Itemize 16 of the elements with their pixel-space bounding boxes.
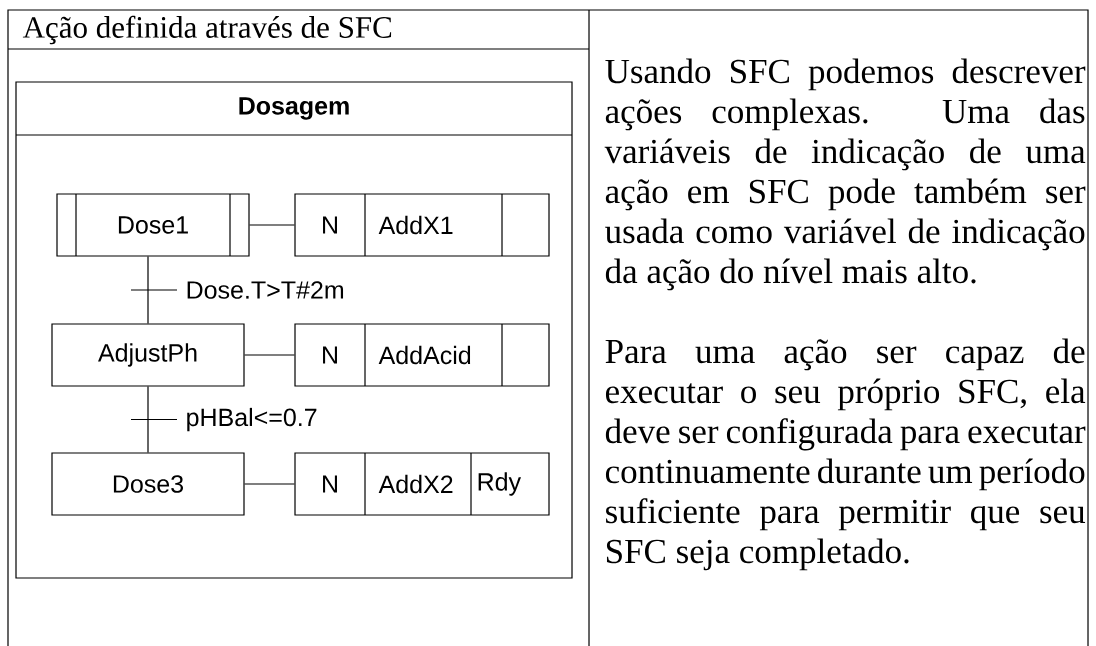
transition-condition: pHBal<=0.7 [187, 407, 317, 432]
action-qualifier-box: N AddX2 Rdy [294, 452, 550, 516]
connector-line [147, 386, 149, 453]
action-qualifier-box: N AddX1 [294, 193, 550, 257]
action-qualifier-box: N AddAcid [294, 323, 550, 387]
connector-line [249, 224, 295, 226]
table-heading: Ação definida através de SFC [22, 15, 392, 45]
paragraph: Usando SFC podemos descrever ações complexas. Uma das variáveis de indicação de uma ação em SFC pode também ser usada como variável de indicação da ação do nível mais alto. [604, 58, 1086, 291]
step-box: Dose3 [51, 452, 245, 516]
transition-condition: Dose.T>T#2m [187, 281, 344, 299]
step-box: AdjustPh [51, 323, 245, 387]
connector-line [244, 483, 295, 485]
connector-line [147, 256, 149, 324]
connector-line [244, 354, 295, 356]
initial-step-box: Dose1 [56, 193, 250, 257]
paragraph: Para uma ação ser capaz de executar o seu próprio SFC, ela deve ser configurada para executar continuamente durante um período suficiente para permitir que seu SFC seja completado. [605, 338, 1086, 571]
